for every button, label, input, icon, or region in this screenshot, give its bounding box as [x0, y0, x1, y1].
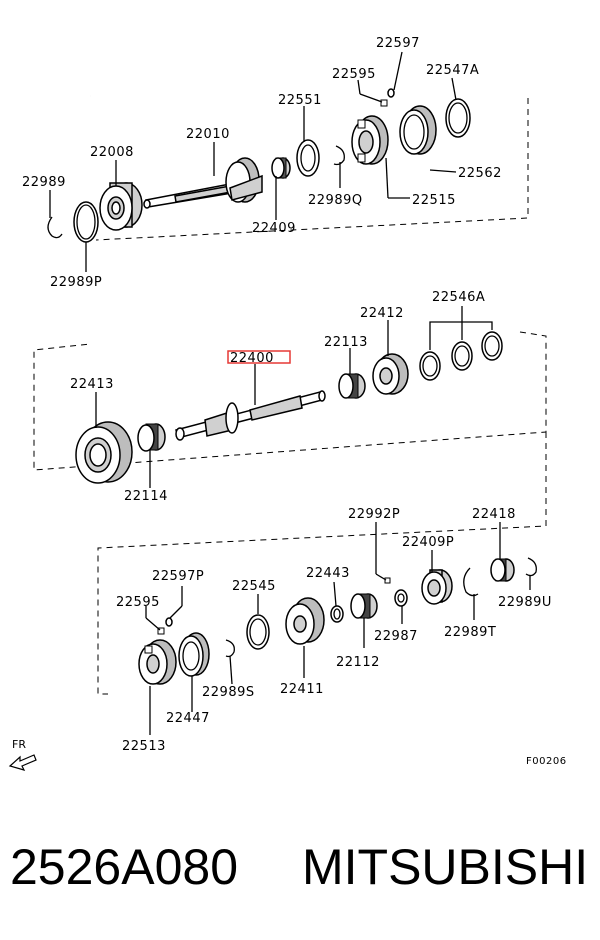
highlight-box-22400 [227, 350, 291, 364]
part-22409-needle-bearing[interactable] [271, 157, 291, 179]
label-22113[interactable]: 22113 [324, 335, 368, 350]
part-22989P-ring[interactable] [73, 201, 99, 243]
part-22418-bearing[interactable] [490, 558, 515, 582]
label-22562[interactable]: 22562 [458, 166, 502, 181]
part-22595-key[interactable] [380, 99, 388, 107]
label-22989[interactable]: 22989 [22, 175, 66, 190]
fr-label: FR [12, 738, 26, 751]
part-22989T-ring[interactable] [463, 567, 479, 597]
label-22545[interactable]: 22545 [232, 579, 276, 594]
part-22443-spacer[interactable] [330, 605, 344, 623]
part-22546A-rings[interactable] [419, 331, 503, 381]
label-22595-lower[interactable]: 22595 [116, 595, 160, 610]
part-22595-key-lower[interactable] [157, 627, 165, 635]
label-22400[interactable]: 22400 [230, 351, 274, 366]
figure-code: F00206 [526, 756, 567, 767]
label-22411[interactable]: 22411 [280, 682, 324, 697]
part-22562-sleeve[interactable] [399, 105, 437, 155]
part-22989U-snap-ring[interactable] [525, 557, 537, 577]
part-22545-ring[interactable] [246, 614, 270, 650]
part-22412-gear[interactable] [372, 353, 409, 395]
label-22989P[interactable]: 22989P [50, 275, 102, 290]
part-22008-bearing[interactable] [99, 182, 143, 231]
arrow-icon [8, 754, 37, 771]
brand-text: MITSUBISHI [302, 839, 588, 895]
middle-group-frame [33, 331, 547, 471]
label-22989T[interactable]: 22989T [444, 625, 496, 640]
label-22989S[interactable]: 22989S [202, 685, 255, 700]
part-22515-synchro-hub[interactable] [351, 115, 389, 165]
part-22447-sleeve[interactable] [178, 632, 210, 677]
part-number-text: 2526A080 [10, 839, 238, 895]
label-22413[interactable]: 22413 [70, 377, 114, 392]
part-22989S-snap-ring[interactable] [225, 639, 235, 658]
label-22010[interactable]: 22010 [186, 127, 230, 142]
part-22010-input-shaft[interactable] [143, 157, 263, 209]
part-22400-main-shaft[interactable] [175, 390, 326, 441]
part-22413-gear[interactable] [75, 421, 133, 484]
part-22411-gear[interactable] [285, 597, 325, 645]
label-22412[interactable]: 22412 [360, 306, 404, 321]
label-22112[interactable]: 22112 [336, 655, 380, 670]
middle-group-labels: 22412 22546A 22113 22400 22413 22114 [70, 290, 485, 504]
label-22409[interactable]: 22409 [252, 221, 296, 236]
part-22597P-spring[interactable] [165, 617, 173, 627]
label-22515[interactable]: 22515 [412, 193, 456, 208]
lower-group-labels: 22992P 22418 22409P 22597P 22443 22545 2… [116, 507, 552, 754]
label-22597[interactable]: 22597 [376, 36, 420, 51]
label-22443[interactable]: 22443 [306, 566, 350, 581]
part-22551-ring[interactable] [296, 139, 320, 177]
label-22989U[interactable]: 22989U [498, 595, 552, 610]
upper-group-leaders [49, 51, 457, 272]
label-22547A[interactable]: 22547A [426, 63, 479, 78]
label-22008[interactable]: 22008 [90, 145, 134, 160]
part-22989-snap-ring[interactable] [47, 216, 63, 239]
part-22112-needle-bearing[interactable] [350, 593, 378, 619]
middle-group-leaders [95, 306, 493, 488]
part-22409P-bearing[interactable] [421, 569, 453, 605]
part-22113-needle-bearing[interactable] [338, 373, 366, 399]
part-22989Q-snap-ring[interactable] [333, 145, 345, 166]
label-22595[interactable]: 22595 [332, 67, 376, 82]
label-22447[interactable]: 22447 [166, 711, 210, 726]
upper-group-labels: 22597 22595 22547A 22551 22010 22008 229… [22, 36, 502, 290]
part-22992P-ball[interactable] [384, 577, 391, 584]
part-22987-washer[interactable] [394, 589, 408, 607]
part-22513-synchro-hub[interactable] [138, 639, 177, 685]
label-22114[interactable]: 22114 [124, 489, 168, 504]
label-22513[interactable]: 22513 [122, 739, 166, 754]
upper-group-frame [95, 98, 529, 241]
lower-group-leaders [145, 522, 531, 735]
label-22418[interactable]: 22418 [472, 507, 516, 522]
label-22546A[interactable]: 22546A [432, 290, 485, 305]
label-22551[interactable]: 22551 [278, 93, 322, 108]
front-direction-indicator: FR [8, 738, 37, 771]
part-22114-needle-bearing[interactable] [137, 423, 166, 452]
label-22597P[interactable]: 22597P [152, 569, 204, 584]
label-22987[interactable]: 22987 [374, 629, 418, 644]
part-22547A-ring[interactable] [445, 98, 471, 138]
label-22992P[interactable]: 22992P [348, 507, 400, 522]
label-22989Q[interactable]: 22989Q [308, 193, 363, 208]
part-22597-spring[interactable] [387, 88, 395, 98]
label-22409P[interactable]: 22409P [402, 535, 454, 550]
lower-group-frame [97, 432, 547, 695]
